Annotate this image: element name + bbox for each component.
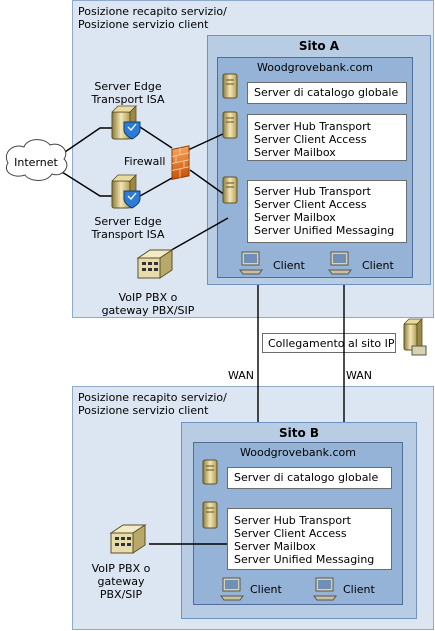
internet-cloud — [6, 139, 68, 181]
edge-server-2-line1: Server Edge — [94, 215, 162, 228]
site-b-global-catalog-label: Server di catalogo globale — [234, 471, 379, 484]
voip-top-line1: VoIP PBX o — [118, 291, 178, 304]
link-edge2-firewall — [139, 177, 173, 197]
ip-site-link-label: Collegamento al sito IP — [268, 337, 395, 350]
site-a-server2-box: Server Hub Transport Server Client Acces… — [247, 180, 407, 243]
site-b-server-icon — [202, 501, 218, 529]
site-a-gc-server-icon — [222, 73, 238, 99]
edge-server-2-line2: Transport ISA — [91, 228, 165, 241]
voip-bottom-label: VoIP PBX o gateway PBX/SIP — [86, 562, 156, 601]
site-b-global-catalog-box: Server di catalogo globale — [227, 467, 392, 489]
site-b-server-role-1: Server Hub Transport — [234, 514, 351, 527]
site-a-server1-role-3: Server Mailbox — [254, 146, 336, 159]
edge-server-1-icon — [111, 105, 141, 140]
region-bottom-title-line1: Posizione recapito servizio/ — [78, 391, 227, 404]
site-a-global-catalog-label: Server di catalogo globale — [254, 86, 399, 99]
site-b-title: Sito B — [278, 426, 320, 440]
link-edge1-firewall — [139, 126, 173, 149]
link-voip-server2 — [167, 217, 229, 253]
edge-server-1-label: Server Edge Transport ISA — [78, 80, 178, 106]
voip-pbx-top-icon — [136, 249, 174, 279]
site-b-client-label-2: Client — [343, 583, 375, 596]
site-a-server2-role-2: Server Client Access — [254, 198, 367, 211]
voip-bottom-line2: gateway — [97, 575, 145, 588]
voip-top-line2: gateway PBX/SIP — [101, 304, 195, 317]
site-a-org-title: Woodgrovebank.com — [257, 61, 373, 74]
link-internet-edge2 — [61, 171, 116, 197]
wan-left-label: WAN — [228, 369, 255, 382]
firewall-label: Firewall — [124, 155, 166, 168]
region-bottom-title-line2: Posizione servizio client — [78, 404, 209, 417]
site-a-client-icon-2 — [328, 251, 352, 275]
edge-server-2-label: Server Edge Transport ISA — [78, 215, 178, 241]
site-b-client-icon-1 — [220, 577, 244, 601]
region-bottom-title: Posizione recapito servizio/ Posizione s… — [78, 391, 227, 417]
link-internet-edge1 — [61, 127, 116, 155]
voip-bottom-line3: PBX/SIP — [99, 588, 143, 601]
site-a-client-label-1: Client — [273, 259, 305, 272]
voip-pbx-bottom-icon — [109, 524, 147, 554]
internet-label: Internet — [14, 156, 58, 169]
region-top-title-line2: Posizione servizio client — [78, 18, 209, 31]
site-a-server2-icon — [222, 176, 238, 204]
ip-site-link-box: Collegamento al sito IP — [262, 333, 396, 353]
site-a-client-label-2: Client — [362, 259, 394, 272]
site-b-server-role-4: Server Unified Messaging — [234, 553, 375, 566]
site-b-org-title: Woodgrovebank.com — [240, 446, 356, 459]
site-b-server-role-3: Server Mailbox — [234, 540, 316, 553]
edge-server-1-line2: Transport ISA — [91, 93, 165, 106]
site-a-server1-role-1: Server Hub Transport — [254, 120, 371, 133]
region-top-title-line1: Posizione recapito servizio/ — [78, 5, 227, 18]
ip-site-link-server-icon — [403, 318, 427, 356]
site-b-client-icon-2 — [313, 577, 337, 601]
network-links — [61, 126, 345, 545]
site-a-global-catalog-box: Server di catalogo globale — [247, 82, 407, 104]
region-top-title: Posizione recapito servizio/ Posizione s… — [78, 5, 227, 31]
site-a-server2-role-4: Server Unified Messaging — [254, 224, 395, 237]
firewall-icon — [171, 145, 190, 181]
site-a-client-icon-1 — [239, 251, 263, 275]
site-a-server1-box: Server Hub Transport Server Client Acces… — [247, 114, 407, 161]
site-b-server-role-2: Server Client Access — [234, 527, 347, 540]
link-firewall-server1 — [187, 132, 226, 151]
site-a-server2-role-3: Server Mailbox — [254, 211, 336, 224]
wan-right-label: WAN — [346, 369, 373, 382]
edge-server-1-line1: Server Edge — [94, 80, 162, 93]
edge-server-2-icon — [111, 174, 141, 209]
link-firewall-server2 — [189, 169, 226, 196]
site-a-server2-role-1: Server Hub Transport — [254, 185, 371, 198]
site-a-title: Sito A — [298, 39, 340, 53]
voip-bottom-line1: VoIP PBX o — [91, 562, 151, 575]
site-b-gc-server-icon — [202, 459, 218, 485]
site-b-server-box: Server Hub Transport Server Client Acces… — [227, 508, 392, 570]
site-b-client-label-1: Client — [250, 583, 282, 596]
site-a-server1-role-2: Server Client Access — [254, 133, 367, 146]
site-a-server1-icon — [222, 111, 238, 139]
voip-top-label: VoIP PBX o gateway PBX/SIP — [88, 291, 208, 317]
